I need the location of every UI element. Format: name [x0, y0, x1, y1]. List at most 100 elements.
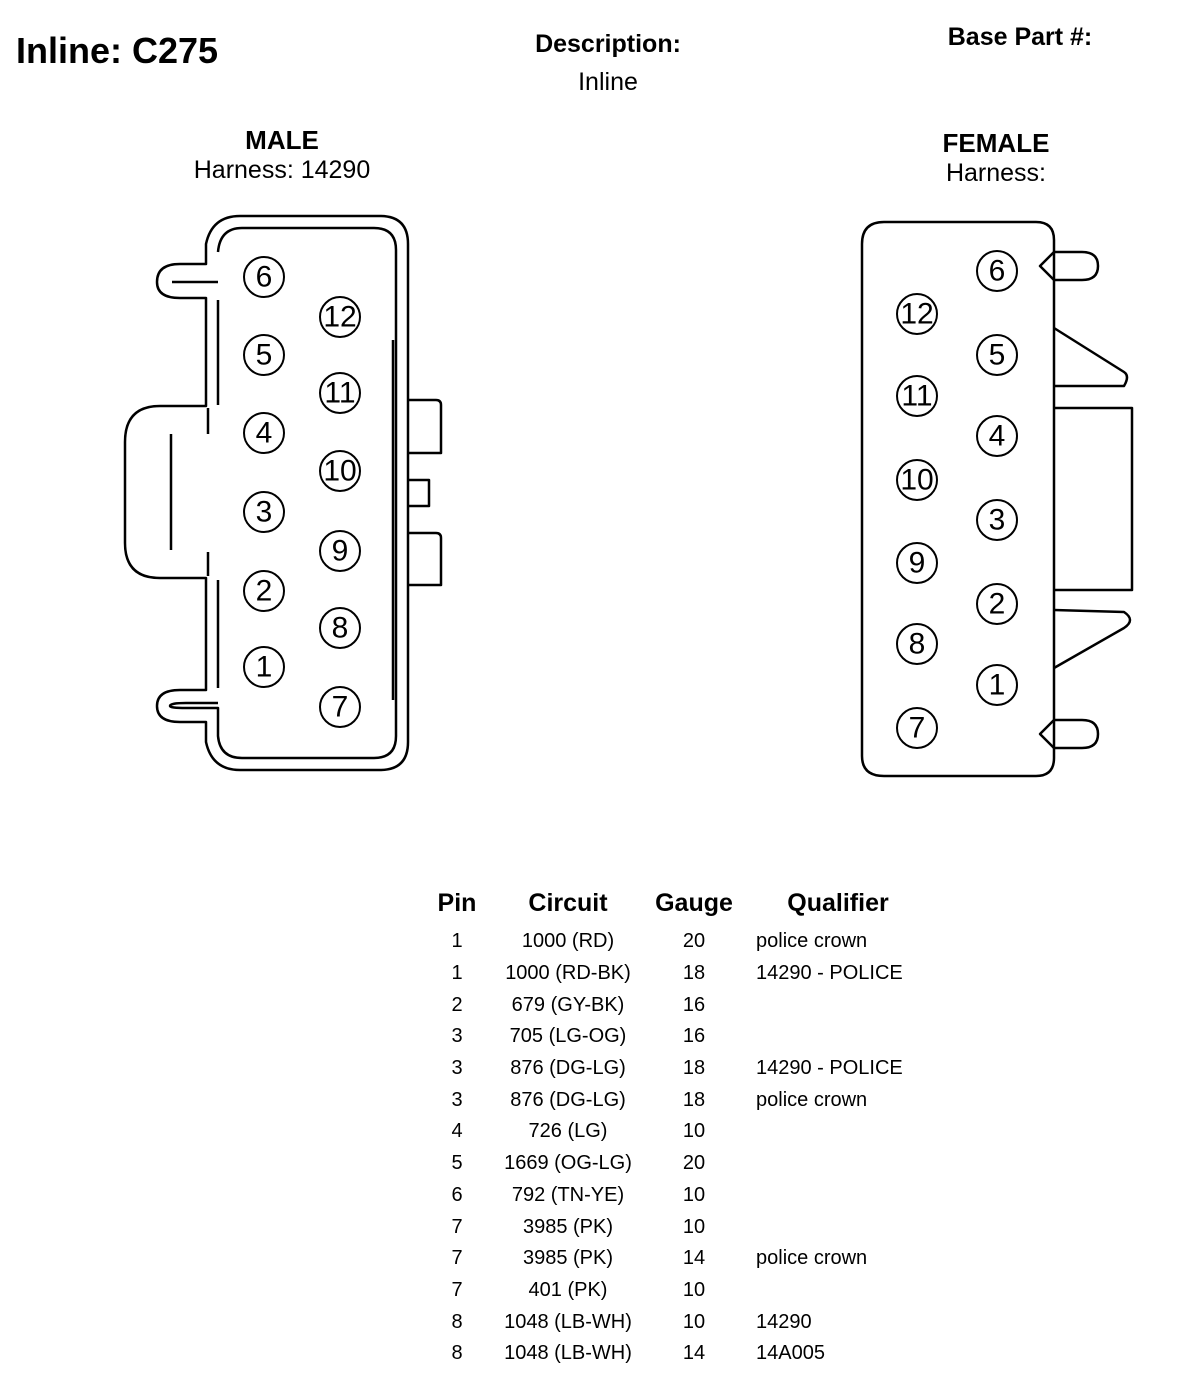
pin-cell: 2: [451, 993, 463, 1016]
male-title: MALE: [245, 125, 319, 155]
female-pin-9: [896, 542, 938, 584]
male-pin-8: [319, 607, 361, 649]
pin-cell: 5: [451, 1152, 463, 1175]
table-row: 1 1000 (RD) 20 police crown: [424, 926, 934, 958]
pin-cell: 1: [451, 930, 463, 953]
male-pins: [243, 256, 361, 728]
male-pin-label: 6: [256, 261, 273, 294]
circuit-cell: 3985 (PK): [522, 1215, 614, 1238]
circuit-cell: 705 (LG-OG): [509, 1025, 627, 1048]
gauge-cell: 10: [682, 1183, 706, 1206]
male-pin-1: [243, 646, 285, 688]
gauge-cell: 14: [682, 1247, 706, 1270]
gauge-cell: 18: [682, 1057, 706, 1080]
female-harness: Harness:: [945, 159, 1047, 187]
qualifier-cell: 14290 - POLICE: [756, 962, 903, 985]
male-pin-10: [319, 450, 361, 492]
pin-cell: 4: [451, 1120, 463, 1143]
female-pin-8: [896, 623, 938, 665]
gauge-cell: 20: [682, 930, 706, 953]
male-pin-label: 8: [332, 612, 349, 645]
female-connector-body: [860, 220, 1134, 778]
qualifier-cell: [742, 1180, 934, 1212]
gauge-cell: 18: [682, 1088, 706, 1111]
male-pin-9: [319, 530, 361, 572]
qualifier-cell: 14290 - POLICE: [756, 1057, 903, 1080]
female-pin-label: 1: [989, 669, 1006, 702]
table-row: 7 3985 (PK) 14 police crown: [424, 1243, 934, 1275]
gauge-cell: 20: [682, 1152, 706, 1175]
female-pin-4: [976, 415, 1018, 457]
gauge-cell: 16: [682, 993, 706, 1016]
female-pin-label: 6: [989, 255, 1006, 288]
female-pin-label: 8: [909, 628, 926, 661]
gauge-cell: 18: [682, 962, 706, 985]
male-pin-label: 1: [256, 651, 273, 684]
pin-cell: 7: [451, 1278, 463, 1301]
gauge-cell: 10: [682, 1215, 706, 1238]
pin-cell: 1: [451, 962, 463, 985]
pin-cell: 7: [451, 1215, 463, 1238]
male-pin-3: [243, 491, 285, 533]
gauge-cell: 10: [682, 1310, 706, 1333]
circuit-cell: 1000 (RD-BK): [505, 962, 631, 985]
female-pin-label: 12: [900, 298, 933, 331]
female-pin-2: [976, 583, 1018, 625]
connector-diagram: 6 5 4 3 2 1 12 11 10 9 8 7 6 5 4 3 2 1 1…: [123, 214, 1134, 778]
female-pin-5: [976, 334, 1018, 376]
gauge-cell: 10: [682, 1278, 706, 1301]
qualifier-cell: 14A005: [756, 1342, 825, 1365]
qualifier-cell: [742, 1211, 934, 1243]
male-pin-12: [319, 296, 361, 338]
circuit-cell: 3985 (PK): [522, 1247, 614, 1270]
male-pin-label: 4: [256, 417, 273, 450]
female-pin-label: 5: [989, 339, 1006, 372]
qualifier-cell: 14290: [756, 1310, 812, 1333]
female-pin-label: 2: [989, 588, 1006, 621]
male-pin-label: 12: [323, 301, 356, 334]
qualifier-cell: police crown: [756, 930, 868, 953]
male-pin-label: 7: [332, 691, 349, 724]
male-pin-label: 11: [324, 377, 355, 410]
pin-table-header: Pin Circuit Gauge Qualifier: [424, 884, 934, 926]
qualifier-cell: police crown: [756, 1247, 868, 1270]
circuit-cell: 876 (DG-LG): [510, 1057, 626, 1080]
circuit-cell: 726 (LG): [528, 1120, 608, 1143]
male-harness: Harness: 14290: [193, 156, 371, 184]
pin-cell: 8: [451, 1310, 463, 1333]
circuit-cell: 1048 (LB-WH): [504, 1342, 632, 1365]
male-connector-body: [123, 214, 443, 772]
circuit-cell: 1000 (RD): [521, 930, 615, 953]
female-pin-3: [976, 499, 1018, 541]
header-qualifier: Qualifier: [787, 888, 889, 917]
table-row: 7 3985 (PK) 10: [424, 1211, 934, 1243]
table-row: 7 401 (PK) 10: [424, 1275, 934, 1307]
pin-cell: 3: [451, 1025, 463, 1048]
qualifier-cell: [742, 1275, 934, 1307]
qualifier-cell: [742, 1148, 934, 1180]
female-pin-label: 4: [989, 420, 1006, 453]
circuit-cell: 792 (TN-YE): [511, 1183, 625, 1206]
female-pin-label: 11: [901, 380, 932, 413]
pin-cell: 6: [451, 1183, 463, 1206]
male-pin-label: 9: [332, 535, 349, 568]
table-row: 3 876 (DG-LG) 18 14290 - POLICE: [424, 1053, 934, 1085]
table-row: 1 1000 (RD-BK) 18 14290 - POLICE: [424, 958, 934, 990]
female-title: FEMALE: [942, 128, 1050, 158]
male-pin-label: 2: [256, 575, 273, 608]
male-pin-7: [319, 686, 361, 728]
female-pin-12: [896, 293, 938, 335]
qualifier-cell: [742, 989, 934, 1021]
circuit-cell: 401 (PK): [528, 1278, 608, 1301]
male-pin-11: [319, 372, 361, 414]
pin-cell: 3: [451, 1057, 463, 1080]
male-pin-label: 5: [256, 339, 273, 372]
circuit-cell: 876 (DG-LG): [510, 1088, 626, 1111]
pin-cell: 7: [451, 1247, 463, 1270]
